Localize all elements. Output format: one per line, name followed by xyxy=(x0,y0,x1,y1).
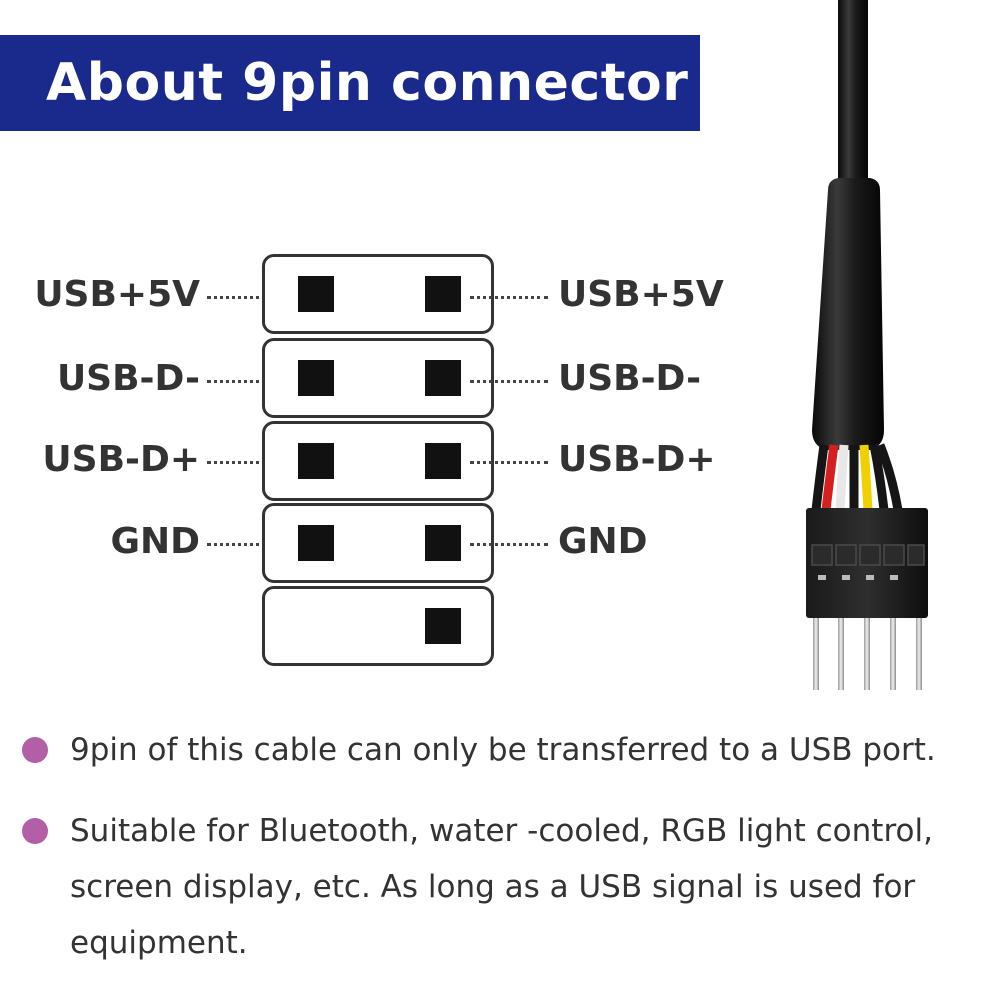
wire-bundle xyxy=(811,443,903,511)
pin-row-2 xyxy=(262,338,494,418)
pin-4-left xyxy=(298,525,334,561)
pin-row-3 xyxy=(262,421,494,501)
connector-slots xyxy=(811,544,925,566)
pin-row-4 xyxy=(262,503,494,583)
pin-1-left xyxy=(298,276,334,312)
note-2: Suitable for Bluetooth, water -cooled, R… xyxy=(70,813,933,961)
bullet-dot-2 xyxy=(22,818,48,844)
pin-label-left-3: USB-D+ xyxy=(42,439,200,480)
bullet-dot-1 xyxy=(22,737,48,763)
pin-row-1 xyxy=(262,254,494,334)
leader-line-left-1 xyxy=(207,296,285,299)
leader-line-right-2 xyxy=(470,380,548,383)
pin-row-5 xyxy=(262,586,494,666)
pin-label-right-4: GND xyxy=(558,521,648,562)
pin-label-right-2: USB-D- xyxy=(558,358,702,399)
connector-contacts xyxy=(818,575,898,580)
pin-2-left xyxy=(298,360,334,396)
leader-line-left-2 xyxy=(207,380,285,383)
header-pins xyxy=(813,618,922,690)
pin-1-right xyxy=(425,276,461,312)
pin-2-right xyxy=(425,360,461,396)
pin-4-right xyxy=(425,525,461,561)
pin-label-left-2: USB-D- xyxy=(56,358,200,399)
pin-3-right xyxy=(425,443,461,479)
title-banner: About 9pin connector xyxy=(0,35,700,131)
page-title: About 9pin connector xyxy=(46,53,689,113)
pin-label-right-1: USB+5V xyxy=(558,274,724,315)
leader-line-right-4 xyxy=(470,543,548,546)
pin-label-left-4: GND xyxy=(110,521,200,562)
cable-jacket xyxy=(838,0,868,190)
leader-line-right-3 xyxy=(470,461,548,464)
note-1: 9pin of this cable can only be transferr… xyxy=(70,732,936,768)
heat-shrink-sleeve xyxy=(812,178,884,450)
pin-3-left xyxy=(298,443,334,479)
leader-line-right-1 xyxy=(470,296,548,299)
pin-label-left-1: USB+5V xyxy=(34,274,200,315)
leader-line-left-4 xyxy=(207,543,285,546)
pin-label-right-3: USB-D+ xyxy=(558,439,716,480)
pin-5-right xyxy=(425,608,461,644)
leader-line-left-3 xyxy=(207,461,285,464)
cable-connector-illustration xyxy=(806,0,928,690)
